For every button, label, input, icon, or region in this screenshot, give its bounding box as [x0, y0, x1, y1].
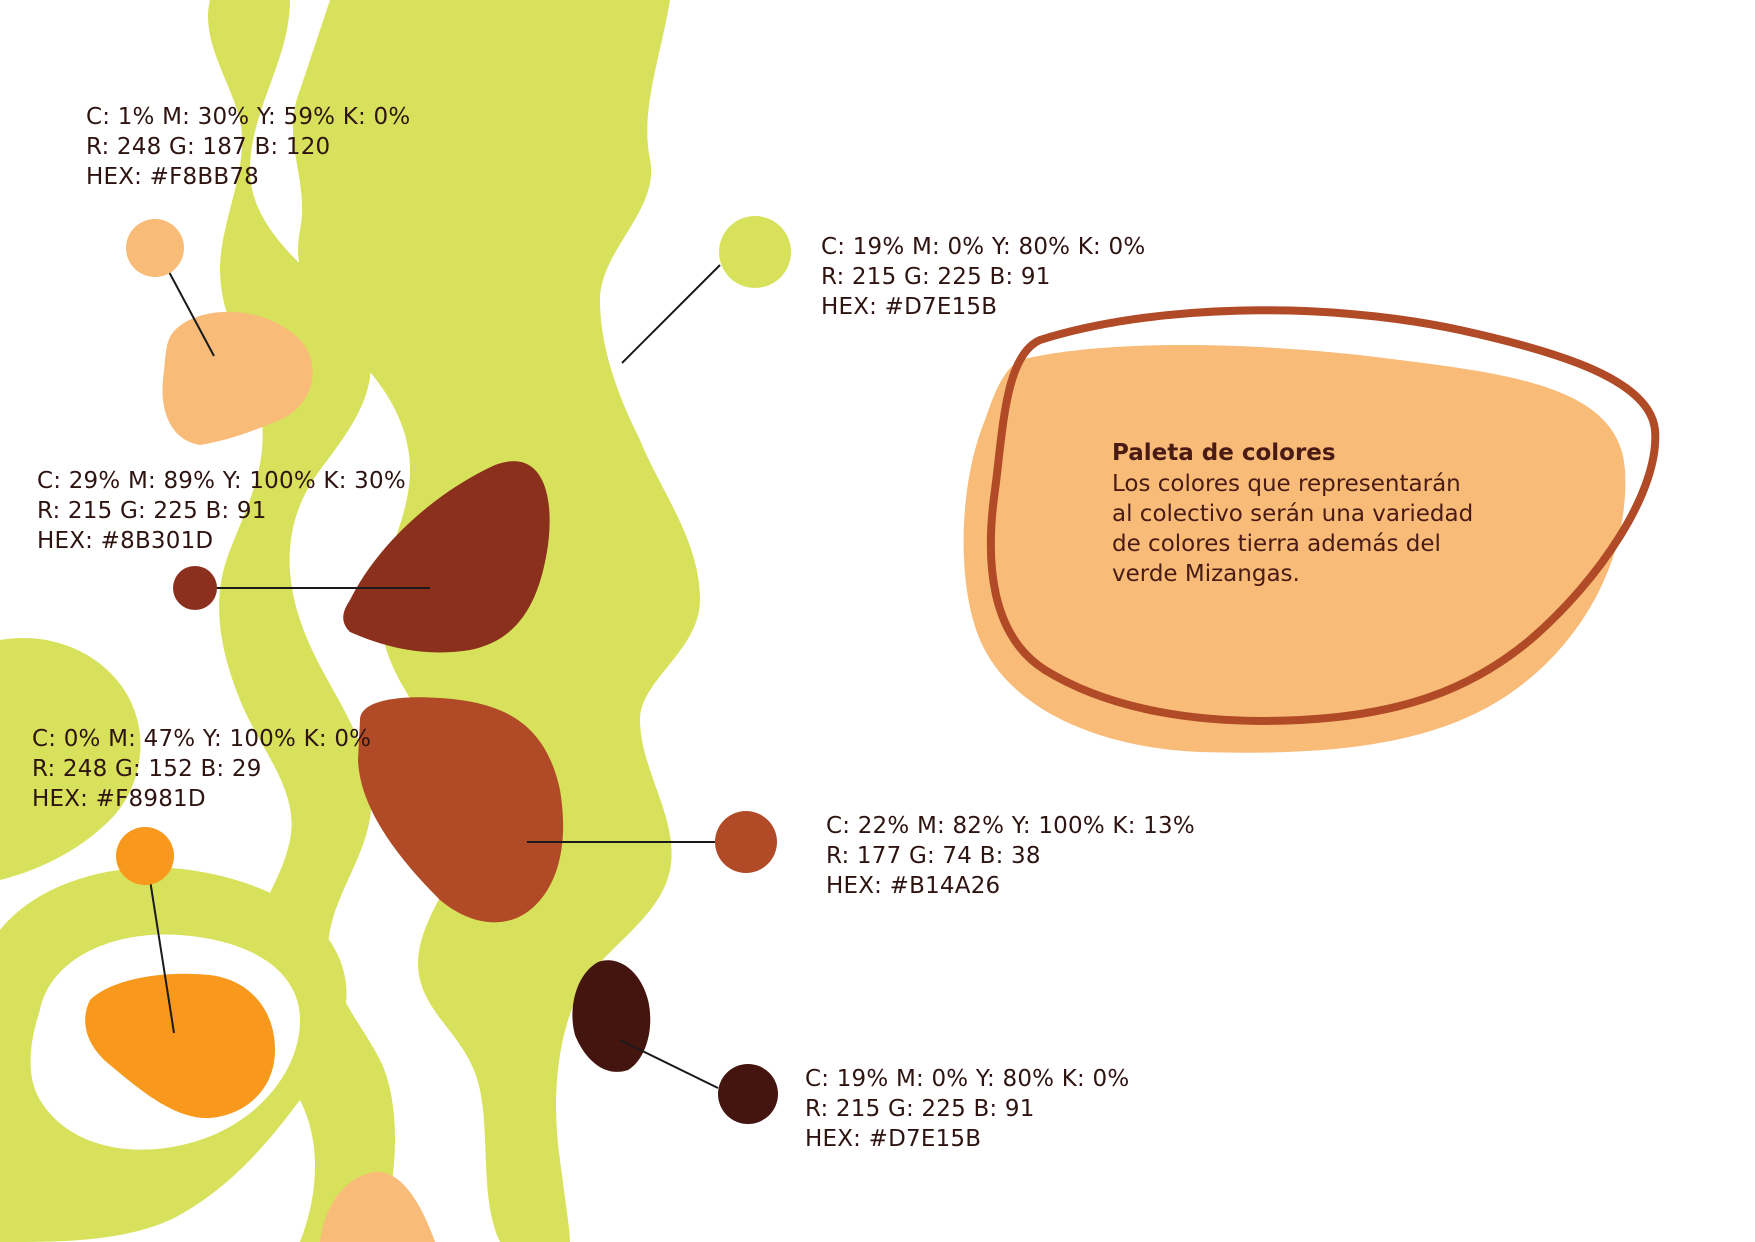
swatch-text-rust: C: 22% M: 82% Y: 100% K: 13% R: 177 G: 7… — [826, 811, 1195, 901]
peach-blob-bottom — [320, 1171, 435, 1242]
swatch-text-orange: C: 0% M: 47% Y: 100% K: 0% R: 248 G: 152… — [32, 724, 371, 814]
swatch-hex: HEX: #D7E15B — [821, 294, 998, 320]
swatch-cmyk: C: 0% M: 47% Y: 100% K: 0% — [32, 726, 372, 752]
swatch-text-maroon: C: 29% M: 89% Y: 100% K: 30% R: 215 G: 2… — [37, 466, 406, 556]
swatch-dot-orange — [116, 827, 174, 885]
info-line: Los colores que representarán — [1112, 471, 1461, 497]
swatch-rgb: R: 215 G: 225 B: 91 — [821, 264, 1051, 290]
swatch-hex: HEX: #B14A26 — [826, 873, 1001, 899]
swatch-hex: HEX: #F8BB78 — [86, 164, 260, 190]
swatch-text-peach: C: 1% M: 30% Y: 59% K: 0% R: 248 G: 187 … — [86, 102, 410, 192]
swatch-cmyk: C: 19% M: 0% Y: 80% K: 0% — [805, 1066, 1130, 1092]
swatch-cmyk: C: 29% M: 89% Y: 100% K: 30% — [37, 468, 406, 494]
info-peach-blob — [963, 345, 1626, 753]
info-body: Los colores que representarán al colecti… — [1112, 469, 1552, 589]
swatch-text-dark: C: 19% M: 0% Y: 80% K: 0% R: 215 G: 225 … — [805, 1064, 1129, 1154]
dark-brown-blob — [572, 960, 651, 1072]
swatch-cmyk: C: 1% M: 30% Y: 59% K: 0% — [86, 104, 411, 130]
swatch-dot-maroon — [173, 566, 217, 610]
swatch-cmyk: C: 22% M: 82% Y: 100% K: 13% — [826, 813, 1195, 839]
swatch-dot-peach — [126, 219, 184, 277]
swatch-rgb: R: 248 G: 152 B: 29 — [32, 756, 262, 782]
swatch-dot-rust — [715, 811, 777, 873]
swatch-hex: HEX: #8B301D — [37, 528, 214, 554]
connector-orange — [149, 879, 175, 1034]
info-outline — [986, 306, 1660, 725]
swatch-cmyk: C: 19% M: 0% Y: 80% K: 0% — [821, 234, 1146, 260]
swatch-rgb: R: 177 G: 74 B: 38 — [826, 843, 1041, 869]
swatch-rgb: R: 215 G: 225 B: 91 — [805, 1096, 1035, 1122]
palette-description: Paleta de colores Los colores que repres… — [1112, 437, 1552, 589]
connector-lime — [621, 264, 721, 364]
connector-dark — [619, 1039, 719, 1089]
swatch-text-lime: C: 19% M: 0% Y: 80% K: 0% R: 215 G: 225 … — [821, 232, 1145, 322]
swatch-hex: HEX: #D7E15B — [805, 1126, 982, 1152]
orange-blob — [85, 973, 276, 1119]
connector-peach — [167, 269, 215, 357]
swatch-dot-lime — [719, 216, 791, 288]
peach-blob — [162, 311, 313, 445]
info-line: al colectivo serán una variedad — [1112, 501, 1474, 527]
swatch-hex: HEX: #F8981D — [32, 786, 206, 812]
swatch-rgb: R: 248 G: 187 B: 120 — [86, 134, 331, 160]
rust-blob — [358, 697, 564, 923]
info-title: Paleta de colores — [1112, 440, 1336, 466]
info-line: verde Mizangas. — [1112, 561, 1300, 587]
info-line: de colores tierra además del — [1112, 531, 1441, 557]
maroon-blob — [343, 461, 550, 653]
swatch-rgb: R: 215 G: 225 B: 91 — [37, 498, 267, 524]
lime-bottom-left — [0, 638, 141, 880]
swatch-dot-dark — [718, 1064, 778, 1124]
